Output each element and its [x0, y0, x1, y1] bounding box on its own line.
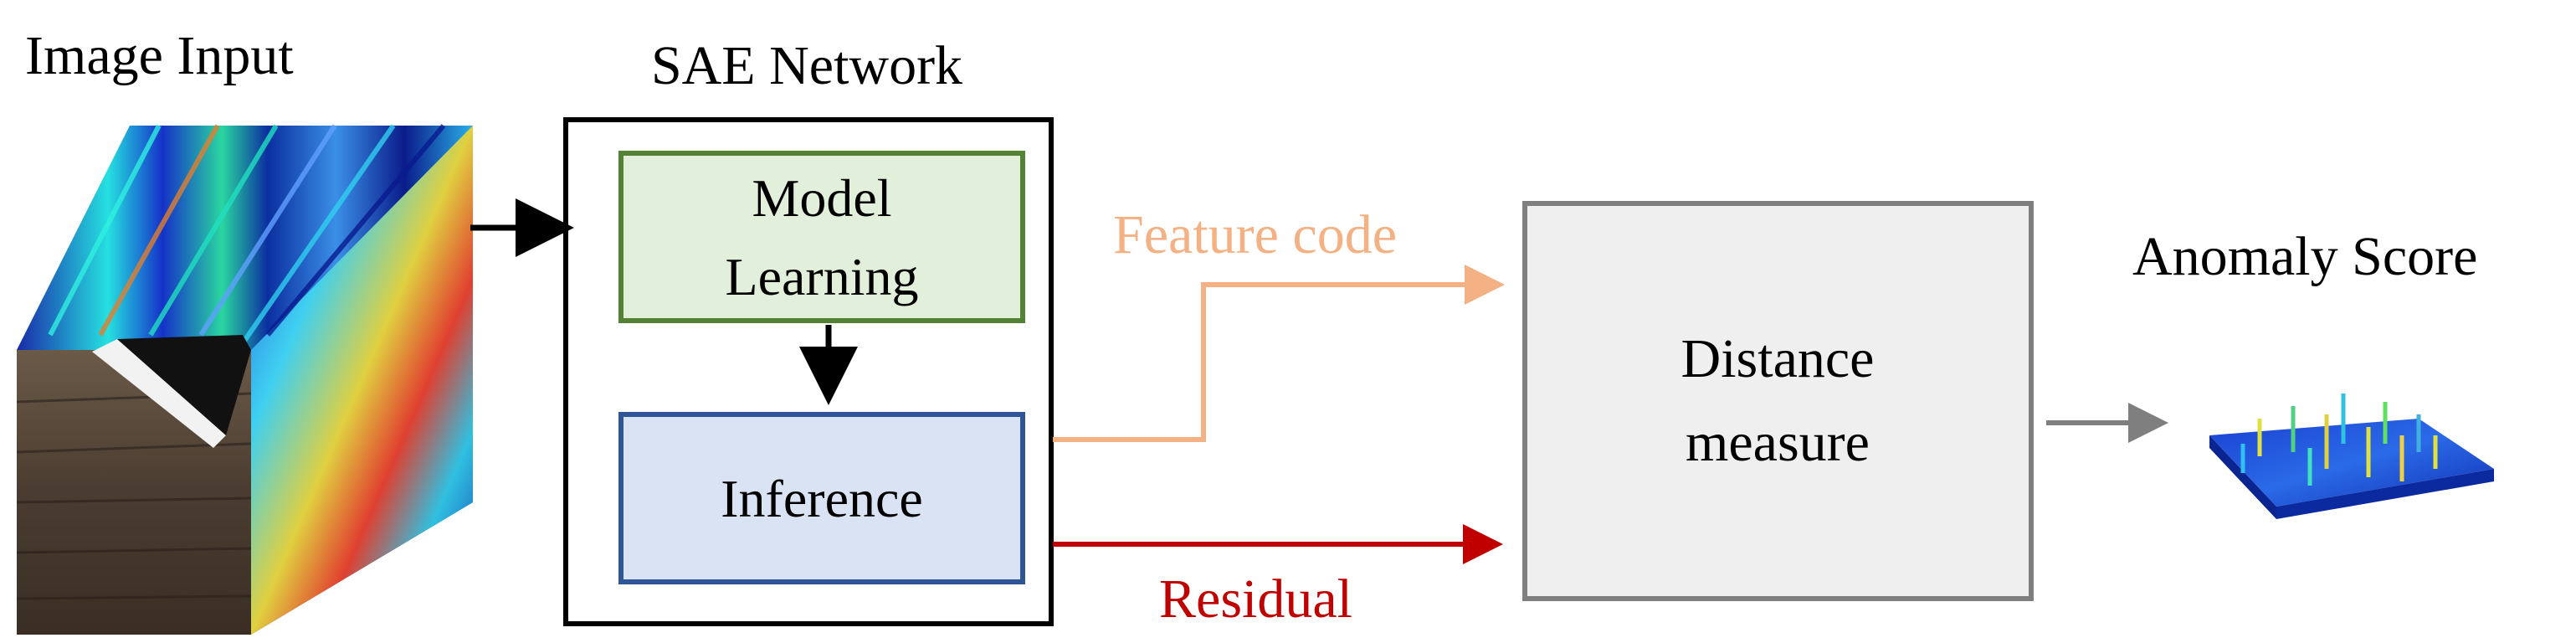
model-learning-box	[618, 151, 1025, 323]
sae-network-box	[563, 117, 1054, 626]
model-learning-label-line1: Model	[752, 168, 891, 228]
model-learning-label-line2: Learning	[726, 247, 919, 306]
hyperspectral-cube-image	[16, 124, 473, 635]
anomaly-score-label: Anomaly Score	[2132, 226, 2477, 287]
sae-network-label: SAE Network	[651, 35, 962, 96]
distance-measure-box	[1522, 201, 2034, 601]
anomaly-score-surface-image	[2209, 394, 2494, 519]
feature-code-label: Feature code	[1113, 204, 1397, 265]
image-input-label: Image Input	[25, 25, 294, 86]
distance-measure-label-line1: Distance	[1681, 328, 1875, 389]
residual-label: Residual	[1159, 568, 1352, 630]
distance-measure-label-line2: measure	[1686, 412, 1870, 473]
inference-box	[618, 412, 1025, 584]
inference-label: Inference	[721, 469, 923, 528]
feature-code-arrow	[1053, 265, 1505, 442]
